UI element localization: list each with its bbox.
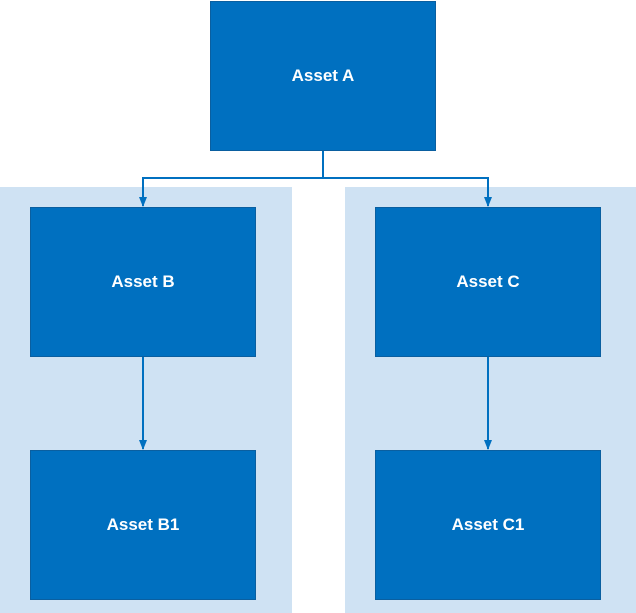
node-asset-b1: Asset B1 [30, 450, 256, 600]
node-label: Asset A [291, 66, 355, 85]
node-asset-c: Asset C [375, 207, 601, 357]
node-asset-c1: Asset C1 [375, 450, 601, 600]
node-label: Asset C1 [451, 515, 525, 534]
node-label: Asset C [456, 272, 520, 291]
node-label: Asset B [111, 272, 175, 291]
node-label: Asset B1 [106, 515, 180, 534]
node-asset-a: Asset A [210, 1, 436, 151]
connector-a-to-c [323, 177, 492, 207]
node-asset-b: Asset B [30, 207, 256, 357]
connector-a-to-b [139, 151, 324, 207]
